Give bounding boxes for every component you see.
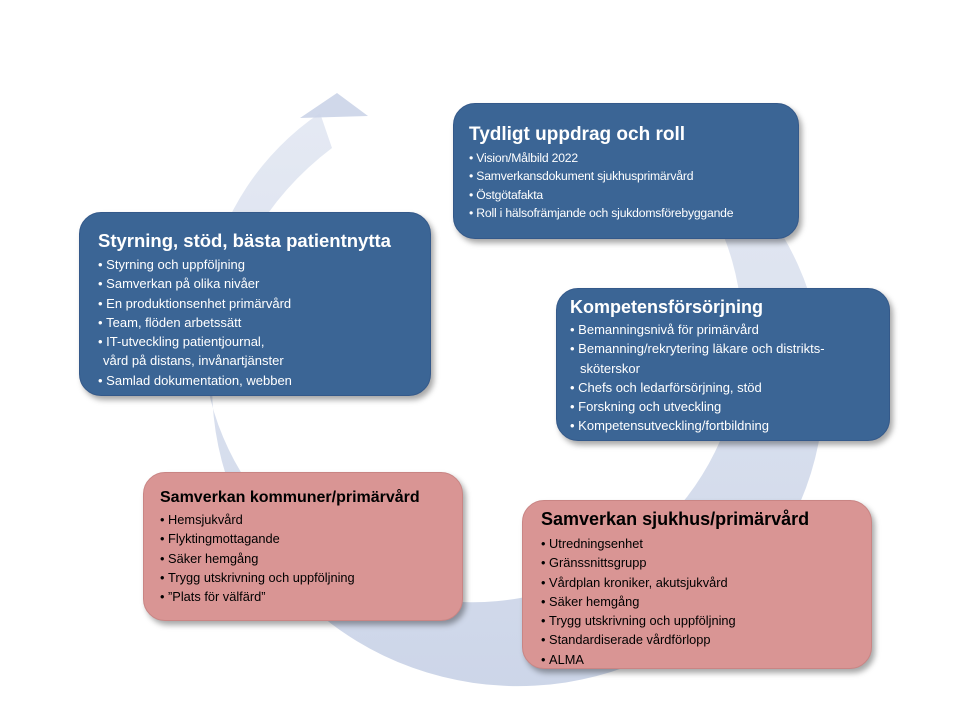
box-title: Styrning, stöd, bästa patientnytta	[98, 230, 391, 251]
bullet-list: Styrning och uppföljning Samverkan på ol…	[98, 255, 430, 390]
box-tydligt-uppdrag: Tydligt uppdrag och roll Vision/Målbild …	[453, 103, 799, 239]
bullet-item: Trygg utskrivning och uppföljning	[160, 568, 462, 587]
bullet-item: IT-utveckling patientjournal,	[98, 332, 430, 351]
bullet-item: Hemsjukvård	[160, 510, 462, 529]
bullet-item: Bemanning/rekrytering läkare och distrik…	[570, 339, 889, 358]
box-samverkan-kommuner: Samverkan kommuner/primärvård Hemsjukvår…	[143, 472, 463, 621]
box-title: Samverkan sjukhus/primärvård	[541, 509, 810, 529]
bullet-item: Säker hemgång	[160, 549, 462, 568]
bullet-item-continuation: vård på distans, invånartjänster	[103, 353, 284, 369]
bullet-item: ALMA	[541, 650, 871, 669]
bullet-item: Säker hemgång	[541, 592, 871, 611]
bullet-item: Kompetensutveckling/fortbildning	[570, 416, 889, 435]
bullet-item: Samlad dokumentation, webben	[98, 371, 430, 390]
bullet-item: Flyktingmottagande	[160, 529, 462, 548]
bullet-list: Utredningsenhet Gränssnittsgrupp Vårdpla…	[541, 534, 871, 669]
bullet-list: Hemsjukvård Flyktingmottagande Säker hem…	[160, 510, 462, 606]
box-styrning: Styrning, stöd, bästa patientnytta Styrn…	[79, 212, 431, 396]
bullet-item: Forskning och utveckling	[570, 397, 889, 416]
bullet-item: ”Plats för välfärd”	[160, 587, 462, 606]
bullet-item: Samverkan på olika nivåer	[98, 274, 430, 293]
bullet-item: Roll i hälsofrämjande och sjukdomsföreby…	[469, 204, 798, 222]
bullet-item: Vårdplan kroniker, akutsjukvård	[541, 573, 871, 592]
box-title: Samverkan kommuner/primärvård	[160, 489, 420, 506]
bullet-item-continuation: sköterskor	[580, 360, 640, 376]
bullet-item: Utredningsenhet	[541, 534, 871, 553]
bullet-item: Vision/Målbild 2022	[469, 149, 798, 167]
cycle-arrow-head	[300, 93, 368, 118]
box-kompetensforsorjning: Kompetensförsörjning Bemanningsnivå för …	[556, 288, 890, 441]
bullet-item: Bemanningsnivå för primärvård	[570, 320, 889, 339]
bullet-item: Gränssnittsgrupp	[541, 553, 871, 572]
box-title: Kompetensförsörjning	[570, 297, 764, 317]
bullet-item: Östgötafakta	[469, 186, 798, 204]
bullet-item: Styrning och uppföljning	[98, 255, 430, 274]
bullet-item: Trygg utskrivning och uppföljning	[541, 611, 871, 630]
bullet-item: Samverkansdokument sjukhusprimärvård	[469, 167, 798, 185]
bullet-item: En produktionsenhet primärvård	[98, 294, 430, 313]
box-title: Tydligt uppdrag och roll	[469, 124, 686, 145]
bullet-item: Team, flöden arbetssätt	[98, 313, 430, 332]
bullet-item: Standardiserade vårdförlopp	[541, 630, 871, 649]
bullet-item: Chefs och ledarförsörjning, stöd	[570, 378, 889, 397]
bullet-list: Bemanningsnivå för primärvård Bemanning/…	[570, 320, 889, 436]
box-samverkan-sjukhus: Samverkan sjukhus/primärvård Utredningse…	[522, 500, 872, 669]
bullet-list: Vision/Målbild 2022 Samverkansdokument s…	[469, 149, 798, 222]
